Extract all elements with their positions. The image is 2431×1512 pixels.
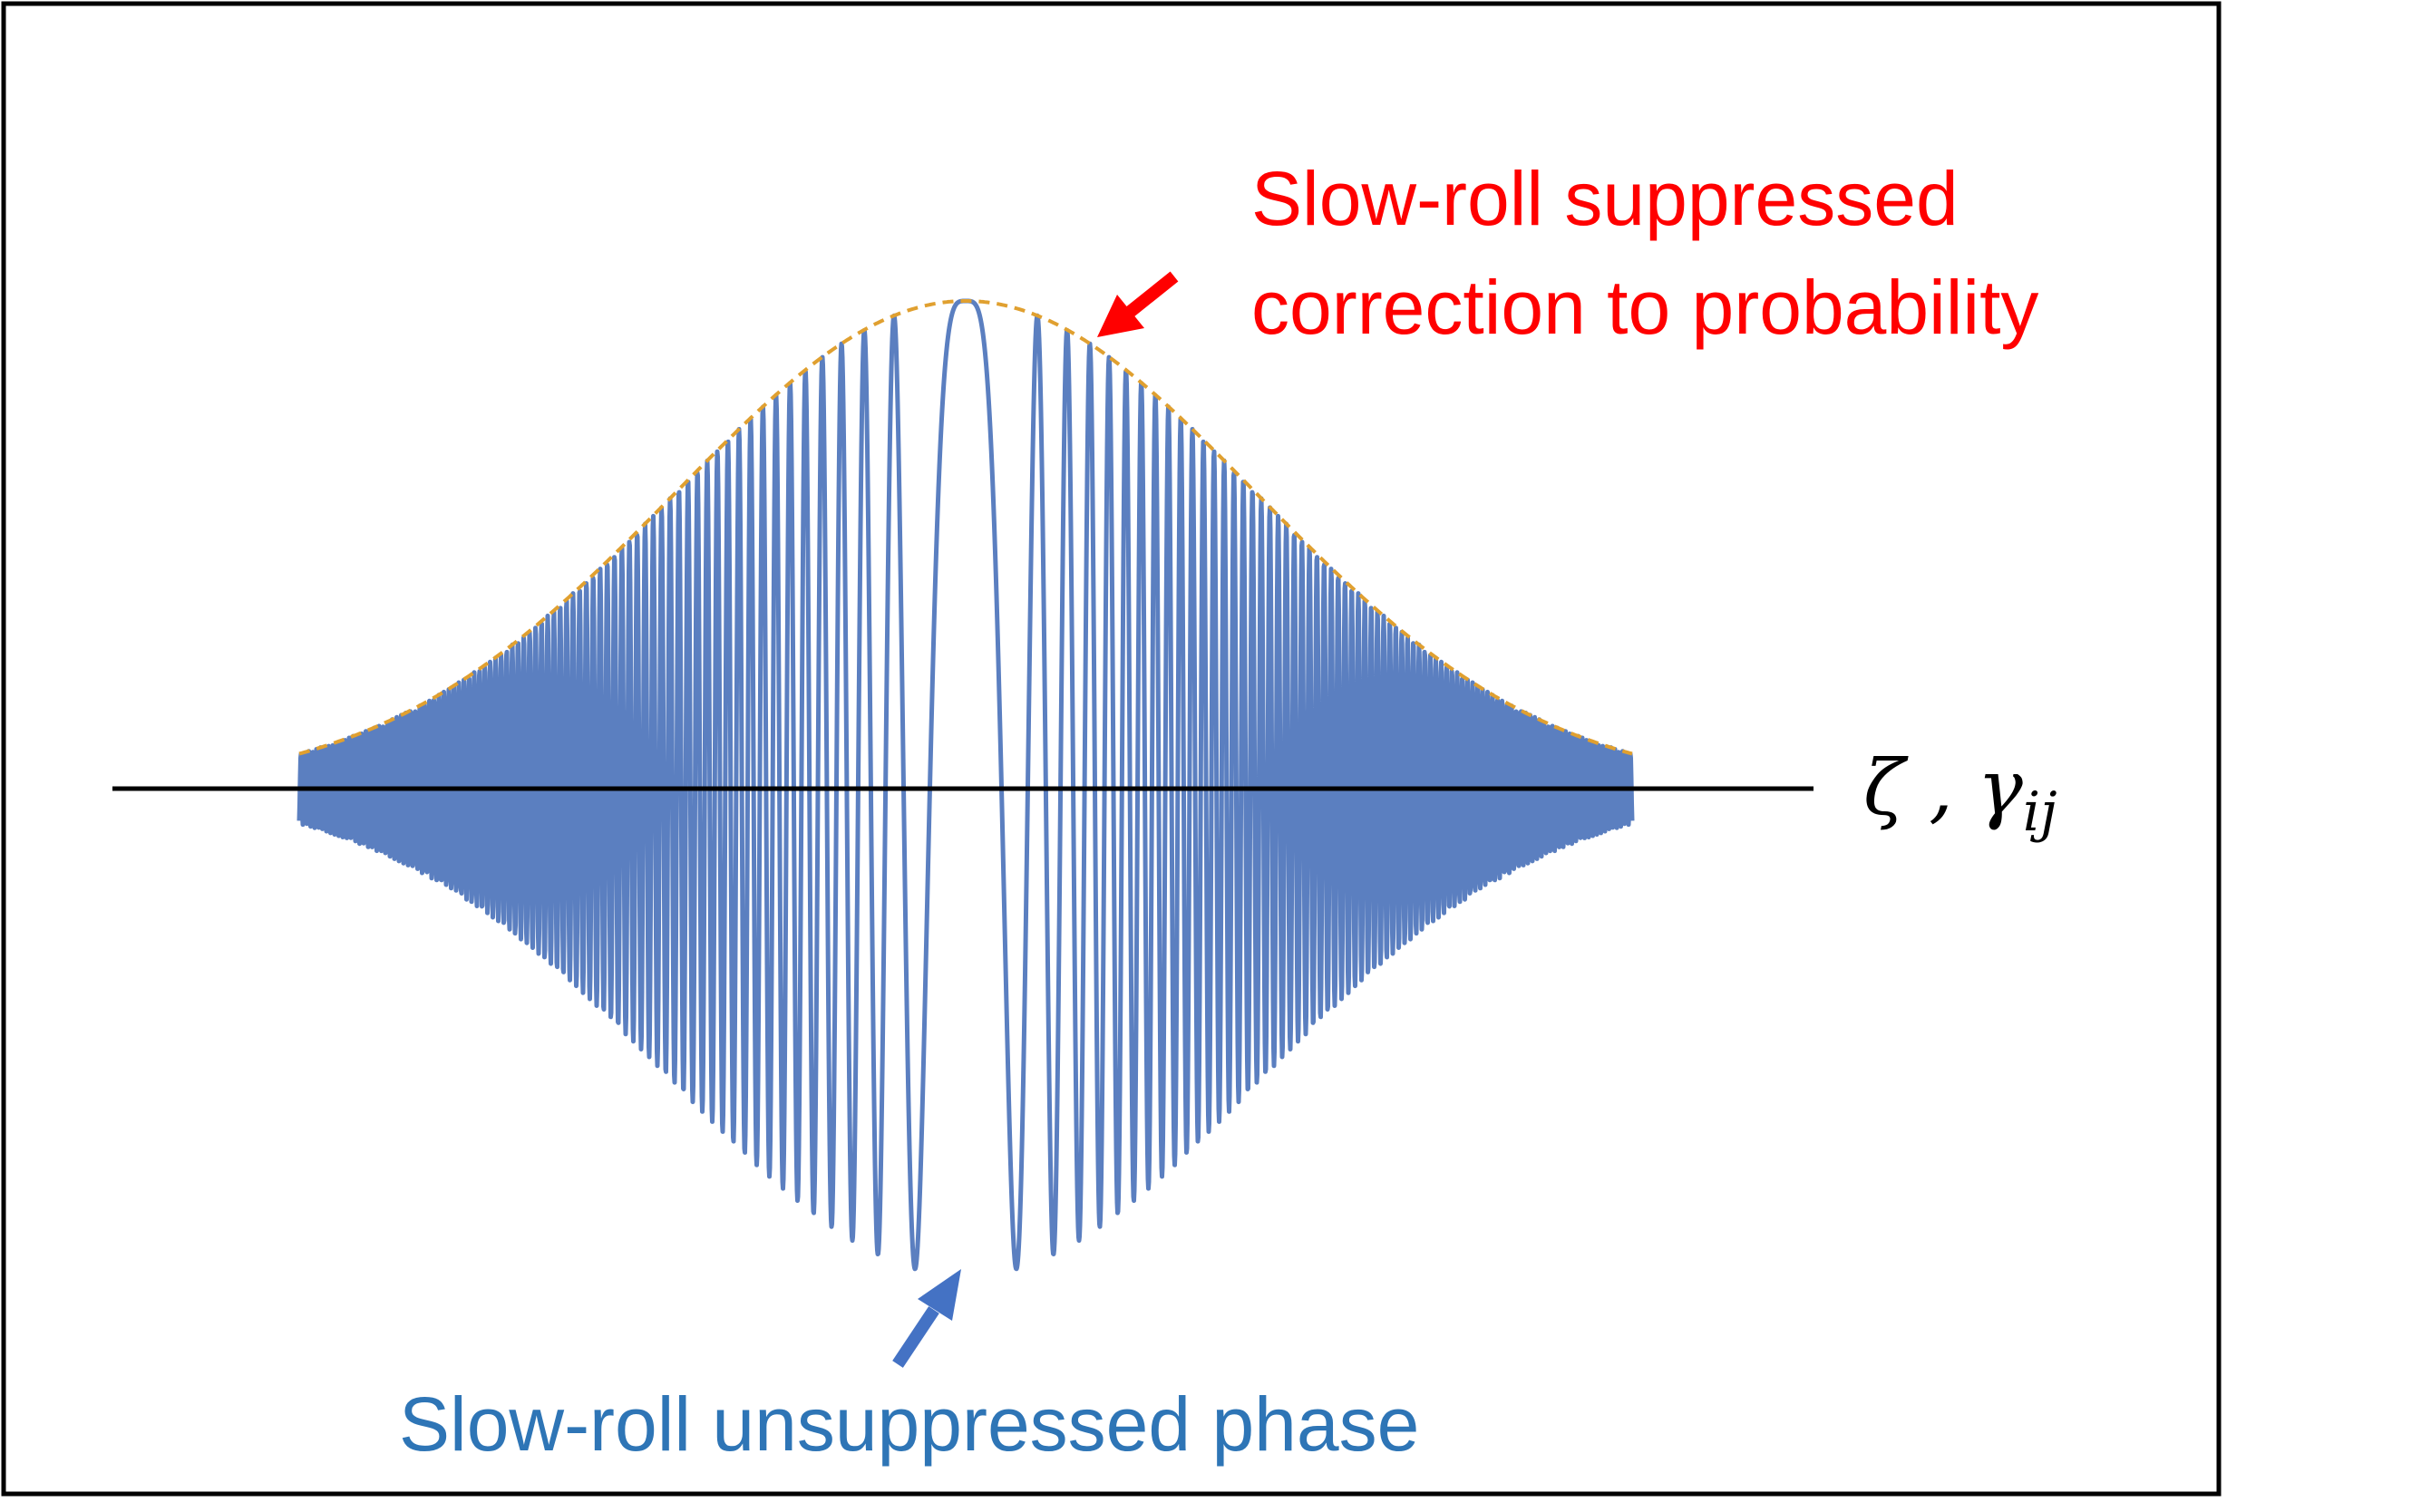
slow-roll-unsuppressed-label: Slow-roll unsuppressed phase [399, 1381, 1419, 1467]
arrow-down-left-icon [1097, 271, 1179, 337]
arrow-up-right-icon [892, 1269, 961, 1368]
oscillating-wavefunction-curve [297, 298, 1635, 1272]
figure-frame [1, 1, 2222, 1497]
axis-label-main: ζ , γ [1863, 743, 2024, 832]
axis-label-subscript: ij [2023, 780, 2057, 844]
axis-label: ζ , γij [1863, 743, 2057, 844]
gaussian-envelope-dashed-curve [298, 299, 1633, 756]
slow-roll-suppressed-label-line1: Slow-roll suppressed [1251, 156, 1959, 241]
slow-roll-suppressed-label-line2: correction to probability [1251, 265, 2038, 350]
